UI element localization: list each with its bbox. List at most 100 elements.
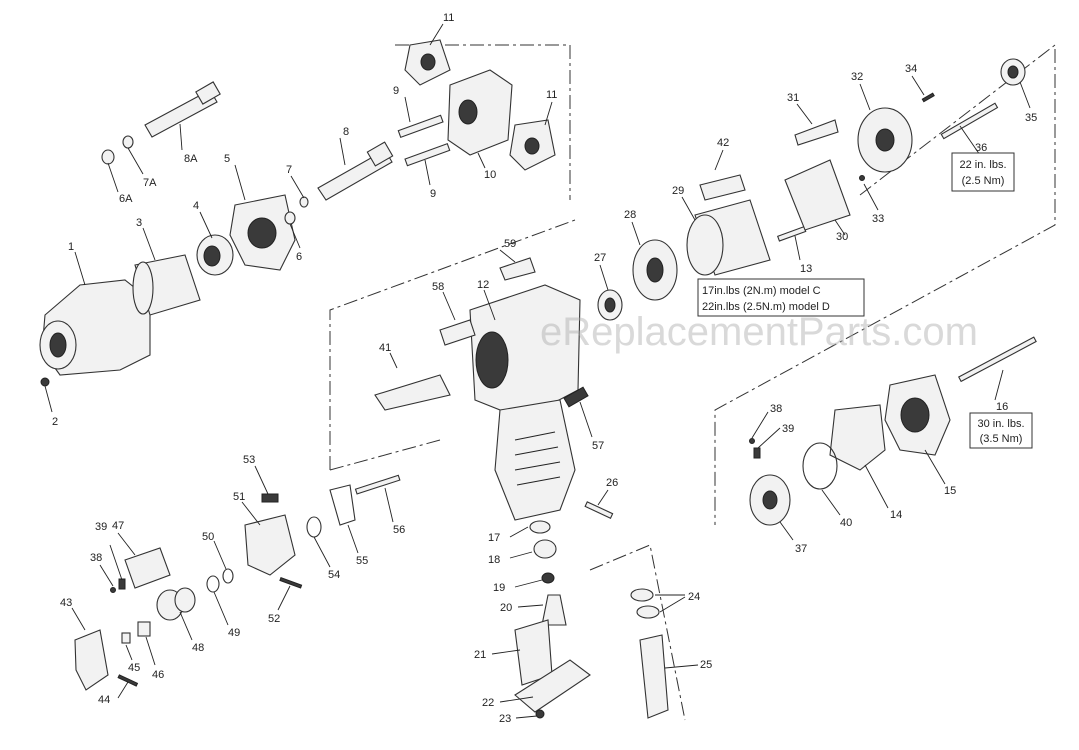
callout-part-11-top: 11 xyxy=(443,12,454,24)
callout-part-44: 44 xyxy=(98,694,110,706)
callout-part-20: 20 xyxy=(500,602,512,614)
callout-part-39-right: 39 xyxy=(782,423,794,435)
callout-part-46: 46 xyxy=(152,669,164,681)
callout-part-49: 49 xyxy=(228,627,240,639)
assembly-boundaries xyxy=(329,43,1056,721)
callout-part-41: 41 xyxy=(379,342,391,354)
valve-part-19 xyxy=(541,572,555,584)
callout-part-23: 23 xyxy=(499,713,511,725)
bushing-part xyxy=(196,234,234,276)
callout-part-32: 32 xyxy=(851,71,863,83)
pin-part-33 xyxy=(859,175,865,181)
part-callouts: 1 2 3 4 5 6 6A 7 7A 8 8A 9 9 10 11 11 12… xyxy=(52,12,1037,725)
bushing-part-18 xyxy=(533,539,557,559)
watermark: eReplacementParts.com xyxy=(540,310,978,354)
callout-part-16: 16 xyxy=(996,401,1008,413)
anvil-part-8a xyxy=(144,81,221,138)
callout-part-9-top: 9 xyxy=(393,85,399,97)
callout-part-37: 37 xyxy=(795,543,807,555)
screw-part-2 xyxy=(40,377,50,387)
anvil-part xyxy=(317,141,394,201)
pin-part-34 xyxy=(921,92,935,103)
gasket-plate-part xyxy=(229,194,296,271)
callout-part-52: 52 xyxy=(268,613,280,625)
callout-part-38-left: 38 xyxy=(90,552,102,564)
label-part-53 xyxy=(261,493,279,503)
callout-part-14: 14 xyxy=(890,509,902,521)
end-plate-part-32 xyxy=(857,107,913,173)
label-part-57 xyxy=(563,386,589,408)
screw-part-23 xyxy=(535,709,545,719)
rotor-part-30 xyxy=(784,159,851,231)
ring-part-7 xyxy=(299,196,309,208)
ring-part-49 xyxy=(206,575,220,593)
callout-part-45: 45 xyxy=(128,662,140,674)
pin-part-56 xyxy=(354,474,401,495)
reverse-lever-part-47 xyxy=(124,547,171,589)
callout-part-6: 6 xyxy=(296,251,302,263)
callout-part-29: 29 xyxy=(672,185,684,197)
callout-part-15: 15 xyxy=(944,485,956,497)
torque-note-13: 17in.lbs (2N.m) model C 22in.lbs (2.5N.m… xyxy=(697,278,865,317)
label-part-41 xyxy=(374,374,451,411)
callout-part-6a: 6A xyxy=(119,193,133,205)
bolt-part-36 xyxy=(940,102,999,140)
callout-part-31: 31 xyxy=(787,92,799,104)
label-part-58 xyxy=(439,319,476,346)
callout-part-36: 36 xyxy=(975,142,987,154)
pin-part-9b xyxy=(404,143,451,167)
rear-cover-part xyxy=(884,374,951,456)
spring-part-39-right xyxy=(753,447,761,459)
bolt-part-16 xyxy=(957,336,1037,383)
pin-part-44 xyxy=(117,674,139,687)
callout-part-4: 4 xyxy=(193,200,199,212)
callout-part-51: 51 xyxy=(233,491,245,503)
gasket-part-14 xyxy=(829,404,886,471)
callout-part-27: 27 xyxy=(594,252,606,264)
torque-note-36-line1: 22 in. lbs. xyxy=(959,159,1006,171)
callout-part-13: 13 xyxy=(800,263,812,275)
callout-part-42: 42 xyxy=(717,137,729,149)
callout-part-59: 59 xyxy=(504,238,516,250)
callout-part-34: 34 xyxy=(905,63,917,75)
ring-part-6 xyxy=(284,211,296,225)
end-plate-part-28 xyxy=(632,239,678,301)
torque-note-13-line2: 22in.lbs (2.5N.m) model D xyxy=(702,301,830,313)
ring-part-24a xyxy=(630,588,654,602)
sleeve-part xyxy=(132,254,201,316)
callout-part-11-right: 11 xyxy=(546,89,557,101)
spring-part-39-left xyxy=(118,578,126,590)
callout-part-48: 48 xyxy=(192,642,204,654)
inlet-part-25 xyxy=(639,634,669,719)
gasket-part-55 xyxy=(329,484,356,526)
callout-part-53: 53 xyxy=(243,454,255,466)
callout-part-12: 12 xyxy=(477,279,489,291)
callout-part-35: 35 xyxy=(1025,112,1037,124)
vane-part-31 xyxy=(794,119,839,146)
ball-part-38-left xyxy=(110,587,116,593)
callout-part-58: 58 xyxy=(432,281,444,293)
callout-part-10: 10 xyxy=(484,169,496,181)
callout-part-40: 40 xyxy=(840,517,852,529)
ring-part-54 xyxy=(306,516,322,538)
callout-part-21: 21 xyxy=(474,649,486,661)
torque-note-16: 30 in. lbs. (3.5 Nm) xyxy=(969,412,1033,449)
callout-part-28: 28 xyxy=(624,209,636,221)
regulator-part-37 xyxy=(749,474,791,526)
callout-part-57: 57 xyxy=(592,440,604,452)
callout-part-1: 1 xyxy=(68,241,74,253)
bearing-part-35 xyxy=(1000,58,1026,86)
callout-part-19: 19 xyxy=(493,582,505,594)
callout-part-24: 24 xyxy=(688,591,700,603)
callout-part-8: 8 xyxy=(343,126,349,138)
reverse-housing-part-51 xyxy=(244,514,296,576)
callout-part-38-right: 38 xyxy=(770,403,782,415)
spring-part-46 xyxy=(137,621,151,637)
callout-part-50: 50 xyxy=(202,531,214,543)
ring-part-24b xyxy=(636,605,660,619)
callout-part-2: 2 xyxy=(52,416,58,428)
reverse-valve-part-48 xyxy=(156,587,196,621)
callout-part-33: 33 xyxy=(872,213,884,225)
trigger-part-43 xyxy=(74,629,109,691)
